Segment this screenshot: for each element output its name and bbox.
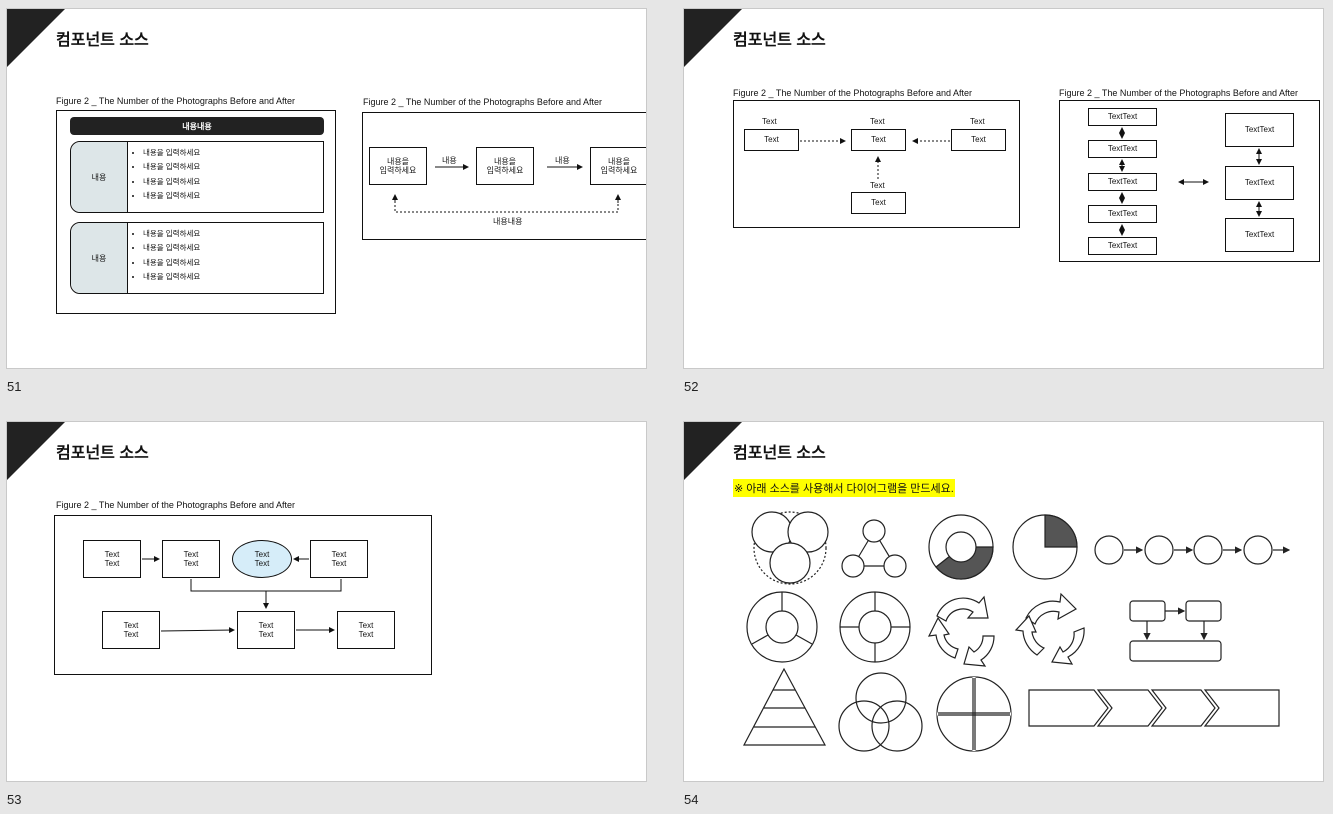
slide-53[interactable]: 컴포넌트 소스 Figure 2 _ The Number of the Pho… xyxy=(6,421,647,782)
stack-box: TextText xyxy=(1088,205,1157,223)
right-frame xyxy=(1059,100,1320,262)
flow-box: 내용을 입력하세요 xyxy=(476,147,534,185)
donut-chart-shape xyxy=(928,514,994,580)
left-frame xyxy=(733,100,1020,228)
loop-label: 내용내용 xyxy=(493,217,523,226)
chevron-process-shape xyxy=(1028,689,1280,727)
header-pill: 내용내용 xyxy=(70,117,324,135)
figure-caption: Figure 2 _ The Number of the Photographs… xyxy=(56,500,295,510)
three-circles-shape xyxy=(751,511,829,585)
three-arrow-cycle-shape xyxy=(1014,592,1085,665)
list-item: 내용을 입력하세요 xyxy=(143,146,200,160)
group-label: 내용 xyxy=(71,223,128,293)
slide-title: 컴포넌트 소스 xyxy=(733,32,826,49)
stack-box: TextText xyxy=(1088,173,1157,191)
diagram-shapes-library xyxy=(743,511,1291,752)
corner-decoration xyxy=(7,9,65,67)
diagram-connectors xyxy=(142,556,342,634)
arrow-label: 내용 xyxy=(442,156,457,165)
box-label: Text xyxy=(970,117,985,126)
text-box: Text Text xyxy=(83,540,141,578)
circle-sequence-shape xyxy=(1094,535,1291,565)
slide-number: 51 xyxy=(7,379,22,394)
instruction-note: ※ 아래 소스를 사용해서 다이어그램을 만드세요. xyxy=(733,479,955,497)
slide-52[interactable]: 컴포넌트 소스 Figure 2 _ The Number of the Pho… xyxy=(683,8,1324,369)
corner-decoration xyxy=(684,422,742,480)
list-item: 내용을 입력하세요 xyxy=(143,160,200,174)
flowchart-boxes-shape xyxy=(1129,600,1222,662)
diagram-frame xyxy=(54,515,432,675)
corner-decoration xyxy=(684,9,742,67)
tall-box: TextText xyxy=(1225,113,1294,147)
figure-caption-left: Figure 2 _ The Number of the Photographs… xyxy=(733,88,972,98)
bullet-list: 내용을 입력하세요 내용을 입력하세요 내용을 입력하세요 내용을 입력하세요 xyxy=(133,227,200,284)
figure-caption-left: Figure 2 _ The Number of the Photographs… xyxy=(56,96,295,106)
slide-title: 컴포넌트 소스 xyxy=(56,32,149,49)
four-segment-ring-shape xyxy=(839,591,911,663)
flow-frame xyxy=(362,112,646,240)
text-box: Text Text xyxy=(162,540,220,578)
figure-caption-right: Figure 2 _ The Number of the Photographs… xyxy=(363,97,602,107)
segmented-ring-shape xyxy=(746,591,818,663)
highlight-ellipse: Text Text xyxy=(232,540,292,578)
pie-chart-shape xyxy=(1012,514,1078,580)
slide-number: 52 xyxy=(684,379,699,394)
list-item: 내용을 입력하세요 xyxy=(143,227,200,241)
flow-box: 내용을 입력하세요 xyxy=(369,147,427,185)
bullet-list: 내용을 입력하세요 내용을 입력하세요 내용을 입력하세요 내용을 입력하세요 xyxy=(133,146,200,203)
stack-box: TextText xyxy=(1088,237,1157,255)
slide-number: 53 xyxy=(7,792,22,807)
content-frame xyxy=(56,110,336,314)
content-group: 내용 내용을 입력하세요 내용을 입력하세요 내용을 입력하세요 내용을 입력하… xyxy=(70,141,324,213)
box-label: Text xyxy=(870,181,885,190)
list-item: 내용을 입력하세요 xyxy=(143,256,200,270)
text-box: Text Text xyxy=(310,540,368,578)
stack-box: TextText xyxy=(1088,108,1157,126)
text-box: Text Text xyxy=(102,611,160,649)
group-label: 내용 xyxy=(71,142,128,212)
list-item: 내용을 입력하세요 xyxy=(143,241,200,255)
content-group: 내용 내용을 입력하세요 내용을 입력하세요 내용을 입력하세요 내용을 입력하… xyxy=(70,222,324,294)
text-box: Text Text xyxy=(337,611,395,649)
triangle-network-shape xyxy=(841,519,907,578)
list-item: 내용을 입력하세요 xyxy=(143,270,200,284)
slide-title: 컴포넌트 소스 xyxy=(733,445,826,462)
arrow-label: 내용 xyxy=(555,156,570,165)
slide-title: 컴포넌트 소스 xyxy=(56,445,149,462)
corner-decoration xyxy=(7,422,65,480)
tall-box: TextText xyxy=(1225,166,1294,200)
pyramid-shape xyxy=(743,667,827,746)
slide-54[interactable]: 컴포넌트 소스 ※ 아래 소스를 사용해서 다이어그램을 만드세요. xyxy=(683,421,1324,782)
slide-number: 54 xyxy=(684,792,699,807)
box-label: Text xyxy=(870,117,885,126)
quarter-circle-shape xyxy=(936,676,1012,752)
tall-box: TextText xyxy=(1225,218,1294,252)
flow-box: 내용을 입력하세요 xyxy=(590,147,646,185)
text-box: Text xyxy=(851,192,906,214)
cycle-arrows-shape xyxy=(927,595,995,667)
list-item: 내용을 입력하세요 xyxy=(143,175,200,189)
box-label: Text xyxy=(762,117,777,126)
text-box: Text xyxy=(744,129,799,151)
diagram-connectors xyxy=(800,127,1262,236)
flow-connectors xyxy=(392,164,621,213)
text-box: Text xyxy=(951,129,1006,151)
list-item: 내용을 입력하세요 xyxy=(143,189,200,203)
text-box: Text xyxy=(851,129,906,151)
text-box: Text Text xyxy=(237,611,295,649)
figure-caption-right: Figure 2 _ The Number of the Photographs… xyxy=(1059,88,1298,98)
stack-box: TextText xyxy=(1088,140,1157,158)
venn-three-circles-shape xyxy=(838,672,923,752)
slide-51[interactable]: 컴포넌트 소스 Figure 2 _ The Number of the Pho… xyxy=(6,8,647,369)
